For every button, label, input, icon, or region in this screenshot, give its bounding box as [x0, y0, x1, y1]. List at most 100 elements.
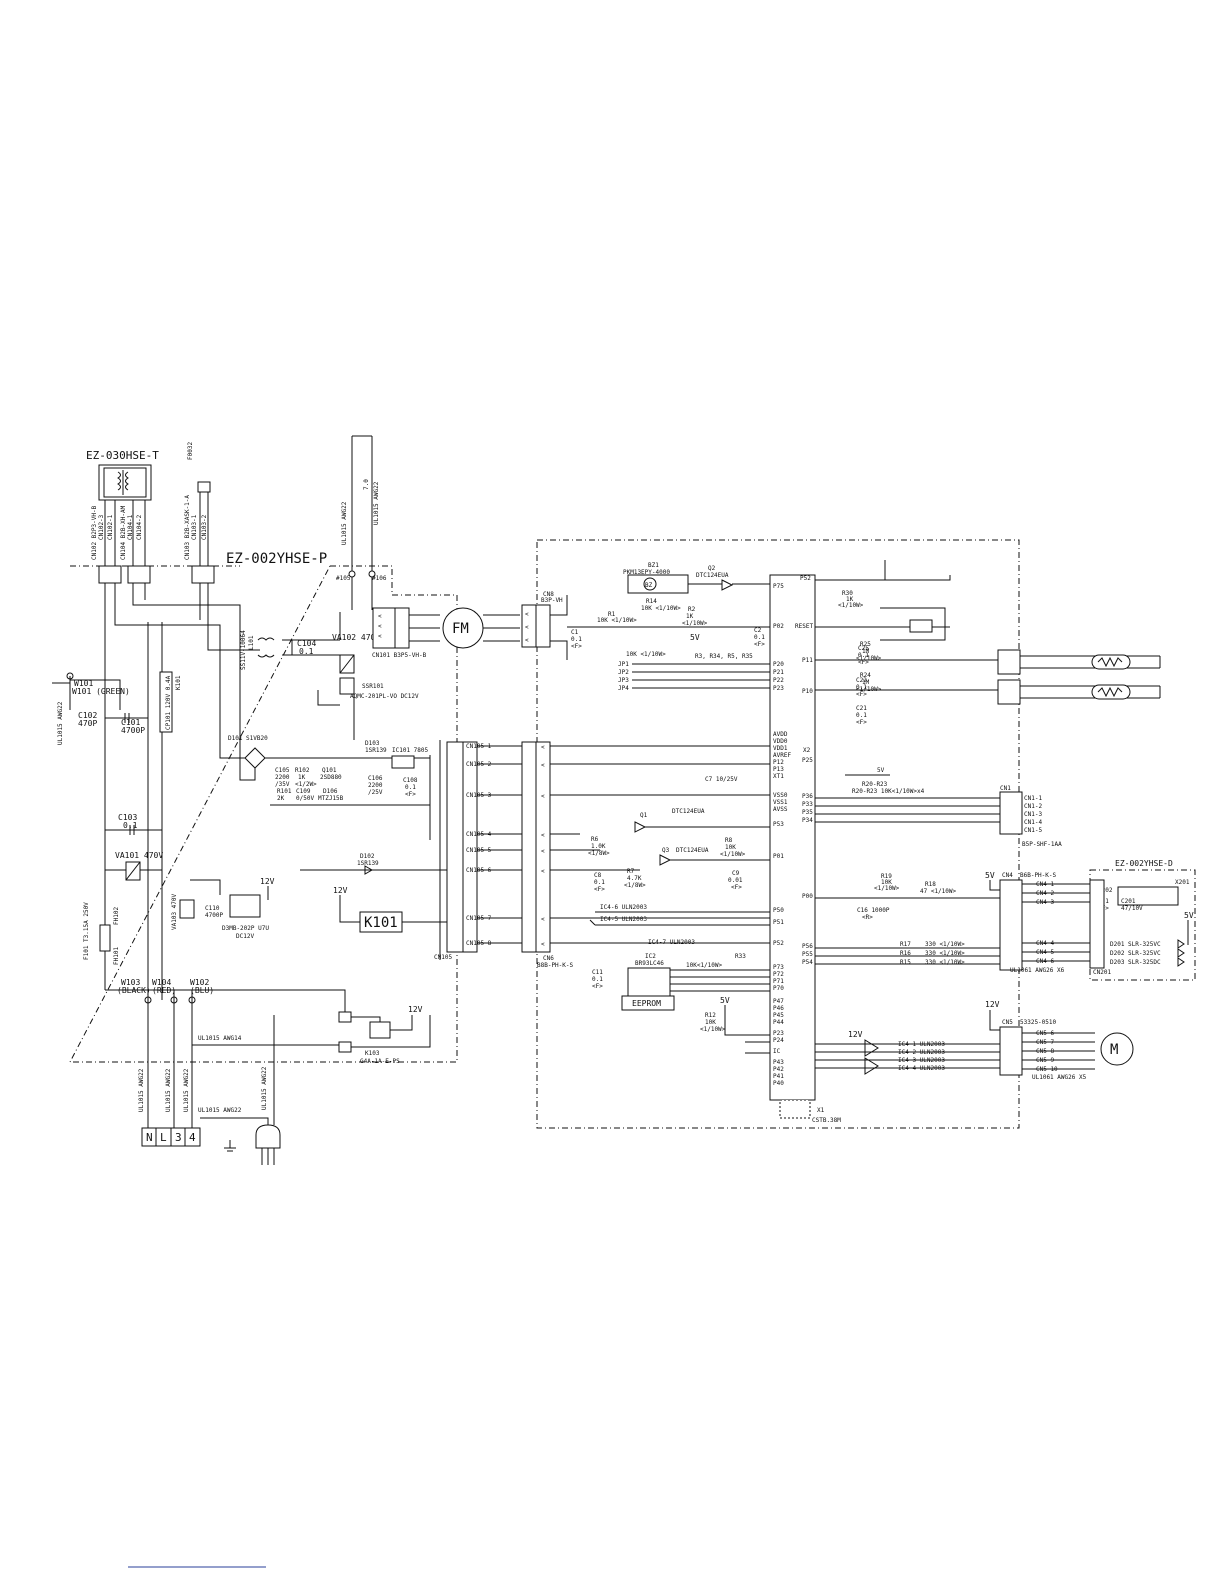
svg-text:<F>: <F> — [856, 691, 867, 698]
varistor-va103: VA103 470V — [171, 893, 195, 930]
svg-text:P10: P10 — [802, 688, 813, 695]
svg-text:C9: C9 — [732, 870, 740, 877]
bridge-rectifier-d101: D101 S1VB20 — [228, 735, 268, 769]
svg-text:CN102-3: CN102-3 — [98, 514, 105, 540]
svg-text:X201: X201 — [1175, 879, 1190, 886]
svg-text:12V: 12V — [408, 1005, 423, 1014]
fan-motor: FM — [442, 607, 484, 649]
svg-text:AVSS: AVSS — [773, 806, 788, 813]
svg-text:0.1: 0.1 — [856, 684, 867, 691]
resonator-x1: X1 CSTB.38M — [779, 1099, 841, 1124]
svg-text:<1/10W>: <1/10W> — [874, 885, 900, 892]
svg-text:<: < — [541, 762, 545, 769]
svg-text:B8B-PH-K-S: B8B-PH-K-S — [537, 962, 574, 969]
thermistor-connectors — [997, 649, 1161, 705]
svg-text:R18: R18 — [925, 881, 936, 888]
svg-text:CN1: CN1 — [1000, 785, 1011, 792]
svg-text:C109: C109 — [296, 788, 311, 795]
svg-text:CSTB.38M: CSTB.38M — [812, 1117, 841, 1124]
svg-text:AQMC-201PL-VO DC12V: AQMC-201PL-VO DC12V — [350, 693, 419, 700]
svg-text:1.0K: 1.0K — [591, 843, 606, 850]
svg-text:P33: P33 — [802, 801, 813, 808]
svg-text:47 <1/10W>: 47 <1/10W> — [920, 888, 957, 895]
svg-text:<: < — [378, 613, 382, 620]
svg-text:<1/10W>: <1/10W> — [856, 655, 882, 662]
svg-text:0.1: 0.1 — [299, 647, 314, 656]
svg-text:#106: #106 — [372, 575, 387, 582]
svg-text:R16: R16 — [900, 950, 911, 957]
svg-text:P43: P43 — [773, 1059, 784, 1066]
svg-text:AVDD: AVDD — [773, 731, 788, 738]
fan-motor-label: FM — [452, 621, 469, 637]
ground-wire-label: W101 (GREEN) — [72, 687, 130, 696]
connector-cn101: < < < CN101 B3P5-VH-B — [372, 607, 427, 659]
svg-text:P35: P35 — [802, 809, 813, 816]
svg-text:P23: P23 — [773, 1030, 784, 1037]
terminal-block: N L 3 4 — [141, 1127, 201, 1147]
svg-text:R30: R30 — [842, 590, 853, 597]
svg-text:<: < — [525, 611, 529, 618]
svg-text:2SD880: 2SD880 — [320, 774, 342, 781]
svg-text:CN105: CN105 — [434, 954, 452, 961]
svg-text:XT1: XT1 — [773, 773, 784, 780]
transformer-coil-icon — [117, 471, 129, 491]
power-board-outline — [69, 565, 458, 1063]
svg-text:CP101 120V 0.4A: CP101 120V 0.4A — [165, 675, 172, 730]
svg-text:P71: P71 — [773, 978, 784, 985]
svg-text:CN8: CN8 — [543, 591, 554, 598]
svg-text:<: < — [525, 637, 529, 644]
svg-text:D203 SLR-325DC: D203 SLR-325DC — [1110, 959, 1161, 966]
svg-text:BZ: BZ — [645, 582, 653, 589]
svg-text:P52: P52 — [800, 575, 811, 582]
svg-text:R1: R1 — [608, 611, 616, 618]
svg-text:W104: W104 — [152, 978, 171, 987]
svg-text:<F>: <F> — [571, 643, 582, 650]
svg-text:<: < — [525, 624, 529, 631]
connector-cn104 — [127, 565, 151, 584]
svg-text:D106: D106 — [323, 788, 338, 795]
svg-text:Q3: Q3 — [662, 847, 670, 854]
svg-text:AVREF: AVREF — [773, 752, 791, 759]
svg-text:D102: D102 — [360, 853, 375, 860]
svg-text:P53: P53 — [773, 821, 784, 828]
svg-text:CN1-4: CN1-4 — [1024, 819, 1042, 826]
svg-text:P70: P70 — [773, 985, 784, 992]
svg-text:4700P: 4700P — [205, 912, 223, 919]
svg-text:P34: P34 — [802, 817, 813, 824]
connector-cn6: < < < < < < < < CN6 B8B-PH-K-S — [521, 741, 574, 969]
svg-text:DTC124EUA: DTC124EUA — [676, 847, 709, 854]
svg-text:<F>: <F> — [754, 641, 765, 648]
svg-text:CN1-1: CN1-1 — [1024, 795, 1042, 802]
svg-text:P55: P55 — [802, 951, 813, 958]
svg-text:4700P: 4700P — [121, 726, 145, 735]
svg-text:<: < — [541, 793, 545, 800]
line-filter-l101: SS11V-10064 L101 — [240, 630, 275, 670]
svg-text:CN103-2: CN103-2 — [201, 514, 208, 540]
svg-text:P46: P46 — [773, 1005, 784, 1012]
svg-text:P56: P56 — [802, 943, 813, 950]
svg-text:R6: R6 — [591, 836, 599, 843]
svg-text:FH102: FH102 — [113, 907, 120, 925]
svg-text:0.1: 0.1 — [754, 634, 765, 641]
svg-text:Q2: Q2 — [708, 565, 716, 572]
svg-text:<: < — [541, 916, 545, 923]
buzzer-bz1: BZ1 PKM13EPY-4000 BZ R14 10K <1/10W> — [623, 562, 689, 612]
regulator-ic101: IC101 7805 — [391, 747, 429, 769]
svg-text:P45: P45 — [773, 1012, 784, 1019]
svg-text:CN104-1: CN104-1 — [127, 514, 134, 540]
svg-text:D202 SLR-325VC: D202 SLR-325VC — [1110, 950, 1161, 957]
svg-text:CN201: CN201 — [1093, 969, 1111, 976]
svg-text:P47: P47 — [773, 998, 784, 1005]
svg-text:X2: X2 — [803, 747, 811, 754]
svg-text:CN5: CN5 — [1002, 1019, 1013, 1026]
svg-text:P72: P72 — [773, 971, 784, 978]
svg-text:SS11V-10064: SS11V-10064 — [240, 630, 247, 670]
svg-text:P01: P01 — [773, 853, 784, 860]
svg-text:P13: P13 — [773, 766, 784, 773]
svg-text:<1/2W>: <1/2W> — [295, 781, 317, 788]
svg-text:<F>: <F> — [594, 886, 605, 893]
svg-text:MTZJ15B: MTZJ15B — [318, 795, 344, 802]
svg-text:10K<1/10W>: 10K<1/10W> — [686, 962, 723, 969]
svg-text:DTC124EUA: DTC124EUA — [696, 572, 729, 579]
